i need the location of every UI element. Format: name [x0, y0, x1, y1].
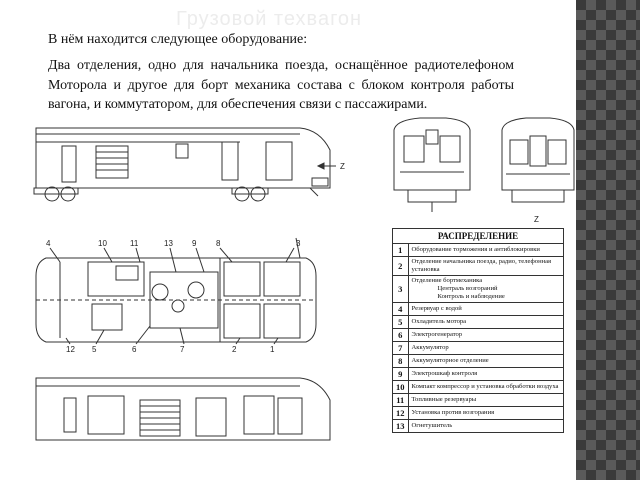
callout-10: 10	[98, 239, 107, 248]
table-row: 3 Отделение бортмеханика Централь возгор…	[392, 275, 564, 303]
z-label-top: Z	[340, 162, 345, 171]
row-text: Электрошкаф контроля	[407, 367, 564, 381]
row-number: 3	[392, 275, 409, 303]
wagon-side-view-lower	[35, 377, 331, 441]
row-number: 4	[392, 302, 409, 316]
wagon-plan-view	[35, 237, 317, 345]
row-number: 2	[392, 256, 409, 276]
row-number: 11	[392, 393, 409, 407]
intro-text: В нём находится следующее оборудование:	[48, 32, 308, 47]
callout-7: 7	[180, 345, 185, 354]
legend-table: РАСПРЕДЕЛЕНИЕ 1 Оборудование торможения …	[392, 228, 564, 433]
row-number: 6	[392, 328, 409, 342]
row-text: Отделение начальника поезда, радио, теле…	[407, 256, 564, 276]
row-text: Установка против возгорания	[407, 406, 564, 420]
row-text: Компакт компрессор и установка обработки…	[407, 380, 564, 394]
table-row: 7 Аккумулятор	[392, 341, 564, 355]
row-text: Аккумулятор	[407, 341, 564, 355]
callout-11: 11	[130, 239, 139, 248]
table-row: 9 Электрошкаф контроля	[392, 367, 564, 381]
row-text: Аккумуляторное отделение	[407, 354, 564, 368]
table-row: 13 Огнетушитель	[392, 419, 564, 433]
row-number: 8	[392, 354, 409, 368]
row-text-main: Отделение бортмеханика	[411, 277, 483, 284]
row-subtext: Централь возгораний	[437, 285, 498, 292]
table-row: 10 Компакт компрессор и установка обрабо…	[392, 380, 564, 394]
callout-6: 6	[132, 345, 137, 354]
z-label-bottom: Z	[534, 215, 539, 224]
legend-header: РАСПРЕДЕЛЕНИЕ	[392, 228, 564, 244]
description-paragraph: Два отделения, одно для начальника поезд…	[48, 58, 514, 112]
row-number: 9	[392, 367, 409, 381]
row-text: Электрогенератор	[407, 328, 564, 342]
wagon-side-view	[33, 127, 331, 202]
table-row: 6 Электрогенератор	[392, 328, 564, 342]
callout-2: 2	[232, 345, 237, 354]
row-number: 5	[392, 315, 409, 329]
callout-12: 12	[66, 345, 75, 354]
slide-title: Грузовой техвагон	[176, 8, 363, 30]
callout-9: 9	[192, 239, 197, 248]
row-number: 1	[392, 243, 409, 257]
row-text: Отделение бортмеханика Централь возгоран…	[407, 275, 564, 303]
row-number: 13	[392, 419, 409, 433]
table-row: 11 Топливные резервуары	[392, 393, 564, 407]
callout-1: 1	[270, 345, 275, 354]
callout-5: 5	[92, 345, 97, 354]
row-text: Топливные резервуары	[407, 393, 564, 407]
slide: Грузовой техвагон В нём находится следую…	[33, 8, 575, 441]
row-text: Оборудование торможения и антиблокировки	[407, 243, 564, 257]
callout-4: 4	[46, 239, 51, 248]
decorative-pattern-strip	[576, 0, 640, 480]
table-row: 8 Аккумуляторное отделение	[392, 354, 564, 368]
table-row: 4 Резервуар с водой	[392, 302, 564, 316]
table-row: 12 Установка против возгорания	[392, 406, 564, 420]
row-number: 7	[392, 341, 409, 355]
table-row: 5 Охладитель мотора	[392, 315, 564, 329]
callout-3: 3	[296, 239, 301, 248]
wagon-drawings: Z Z 4 10 11 13 9 8 3 12 5 6 7 2 1	[33, 117, 575, 441]
table-row: 1 Оборудование торможения и антиблокиров…	[392, 243, 564, 257]
row-text: Огнетушитель	[407, 419, 564, 433]
row-text: Охладитель мотора	[407, 315, 564, 329]
row-text: Резервуар с водой	[407, 302, 564, 316]
wagon-end-view-left	[393, 117, 471, 212]
table-row: 2 Отделение начальника поезда, радио, те…	[392, 256, 564, 276]
legend-header-row: РАСПРЕДЕЛЕНИЕ	[392, 228, 564, 244]
row-number: 12	[392, 406, 409, 420]
callout-8: 8	[216, 239, 221, 248]
callout-13: 13	[164, 239, 173, 248]
wagon-end-view-right	[501, 117, 575, 203]
row-subtext: Контроль и наблюдение	[437, 293, 505, 300]
row-number: 10	[392, 380, 409, 394]
